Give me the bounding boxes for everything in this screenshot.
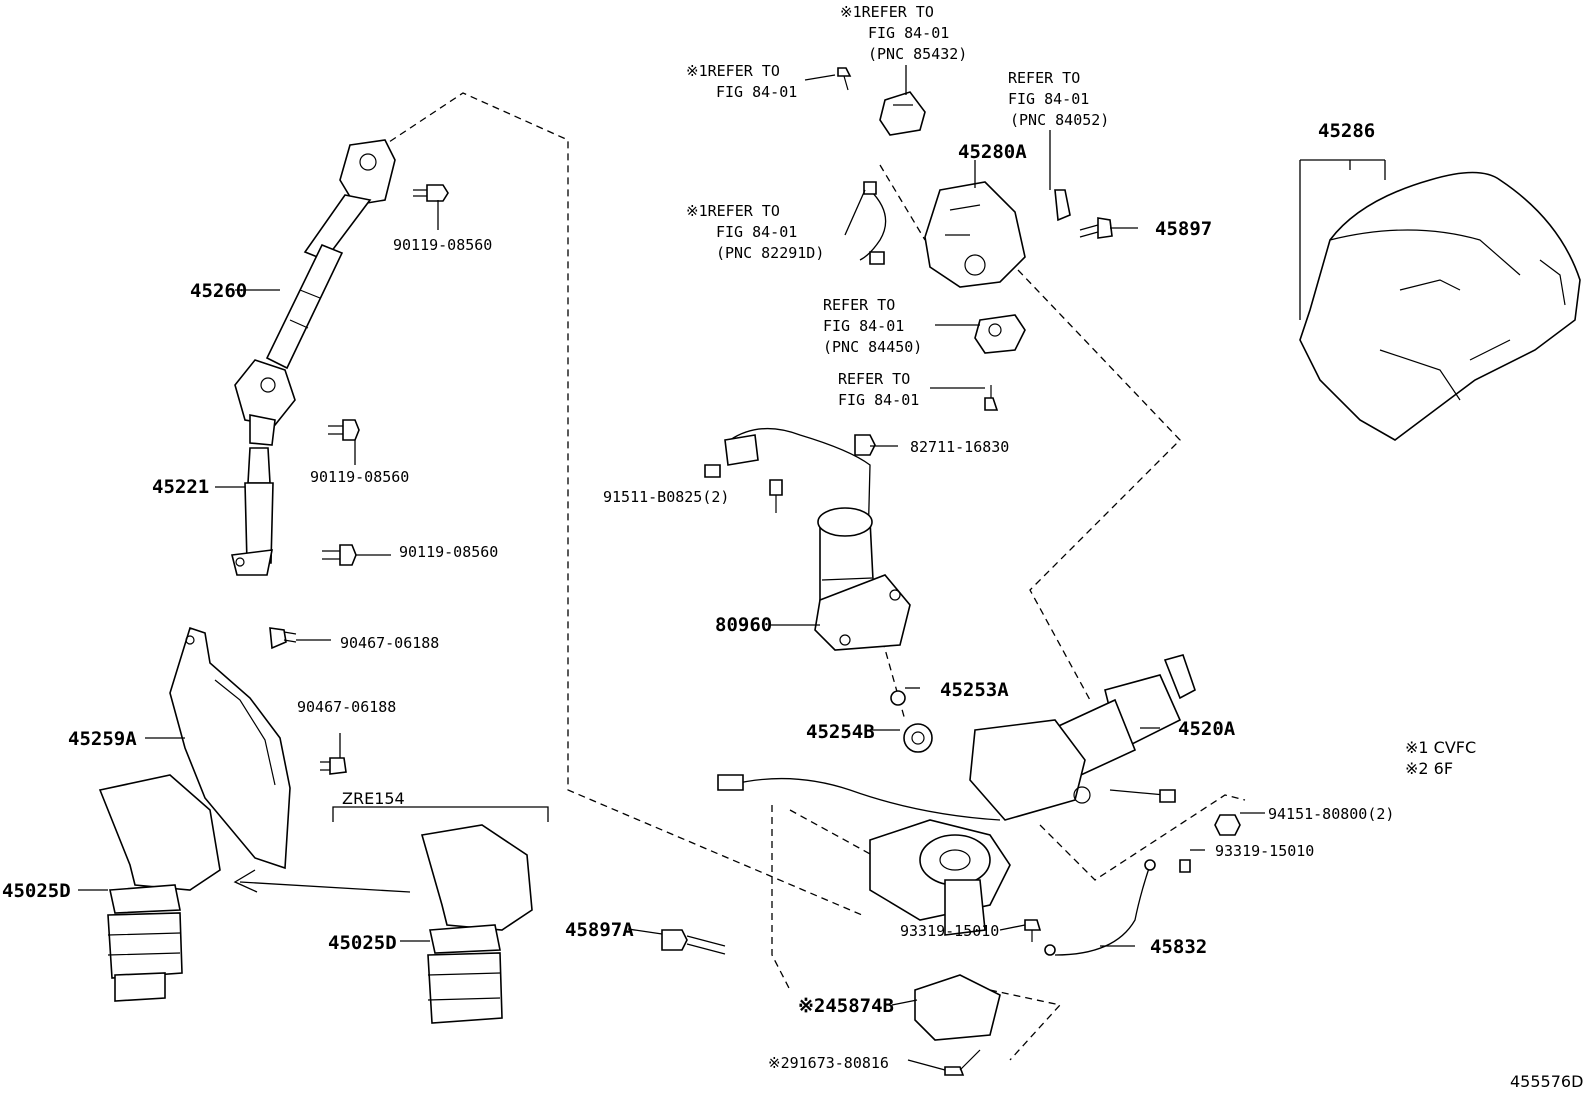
motor-80960 [704,427,911,651]
boot-45025D-a [98,774,221,1002]
gear-45253A [890,690,906,706]
screw-ref [837,67,852,91]
label-90119-b: 90119-08560 [310,468,409,486]
clip-90467-b [320,757,347,775]
ref6-line2: FIG 84-01 [838,391,919,409]
leader-lines [78,65,1265,1071]
cover-45874B [914,974,1001,1041]
ref1-line2: FIG 84-01 [868,24,949,42]
label-82711: 82711-16830 [910,438,1009,456]
bolt-90119-c [322,544,357,566]
label-45897: 45897 [1155,218,1212,240]
label-zre154: ZRE154 [342,789,405,808]
ref5-line2: FIG 84-01 [823,317,904,335]
screw-ref-2 [984,385,999,411]
label-45832: 45832 [1150,936,1207,958]
wire-45832 [1044,859,1156,956]
label-91673: ※291673-80816 [768,1054,889,1072]
bolt-91673 [944,1049,981,1076]
label-90467-b: 90467-06188 [297,698,396,716]
note-1: ※1 CVFC [1405,738,1476,757]
label-93319-a: 93319-15010 [1215,842,1314,860]
label-45286: 45286 [1318,120,1375,142]
arrow-replace [233,869,411,893]
label-90467-a: 90467-06188 [340,634,439,652]
switch-84450 [974,314,1026,354]
note-2: ※2 6F [1405,759,1453,778]
ref6-line1: REFER TO [838,370,910,388]
steering-column-4520A [717,654,1196,936]
label-91511: 91511-B0825(2) [603,488,729,506]
lock-cylinder-45280A [924,181,1026,288]
clip-90467-a [269,627,297,650]
bracket-45286 [1299,159,1386,320]
bolt-93319-a [1179,859,1191,873]
label-45221: 45221 [152,476,209,498]
screw-45897 [1079,217,1113,239]
ref4-line2: FIG 84-01 [716,223,797,241]
label-45254B: 45254B [806,721,875,743]
ref2-line1: ※1REFER TO [686,62,780,80]
label-45874B: ※245874B [798,995,894,1017]
boot-45025D-b [420,824,533,1024]
label-90119-c: 90119-08560 [399,543,498,561]
label-45025D-b: 45025D [328,932,397,954]
ref3-line1: REFER TO [1008,69,1080,87]
label-45025D-a: 45025D [2,880,71,902]
ref5-line1: REFER TO [823,296,895,314]
label-93319-b: 93319-15010 [900,922,999,940]
shaft-45221 [231,447,274,576]
label-94151: 94151-80800(2) [1268,805,1394,823]
label-45897A: 45897A [565,919,634,941]
ref4-line1: ※1REFER TO [686,202,780,220]
ref3-line3: (PNC 84052) [1010,111,1109,129]
label-80960: 80960 [715,614,772,636]
nut-94151 [1214,814,1241,836]
intermediate-shaft-45260 [234,139,396,446]
switch-85432 [879,91,926,136]
bolt-90119-b [328,419,360,441]
ref4-line3: (PNC 82291D) [716,244,824,262]
cover-45259A [169,626,291,870]
zre154-bracket [332,806,549,822]
label-45259A: 45259A [68,728,137,750]
label-90119-a: 90119-08560 [393,236,492,254]
bolt-45897A [661,929,726,955]
bolt-91511 [769,479,783,513]
ref3-line2: FIG 84-01 [1008,90,1089,108]
column-cover-45286 [1299,171,1581,441]
gear-45254B [903,723,933,753]
labels: 45260 90119-08560 90119-08560 45221 9011… [2,3,1583,1091]
ref5-line3: (PNC 84450) [823,338,922,356]
label-45253A: 45253A [940,679,1009,701]
label-4520A: 4520A [1178,718,1236,740]
sensor-84052 [1054,189,1071,222]
figure-number: 455576D [1510,1072,1583,1091]
label-45280A: 45280A [958,141,1027,163]
bolt-90119-a [413,184,449,202]
ref1-line1: ※1REFER TO [840,3,934,21]
label-45260: 45260 [190,280,247,302]
ref1-line3: (PNC 85432) [868,45,967,63]
ref2-line2: FIG 84-01 [716,83,797,101]
clamp-82711 [854,434,876,456]
bolt-93319-b [1024,919,1042,942]
harness-82291D [859,181,887,265]
